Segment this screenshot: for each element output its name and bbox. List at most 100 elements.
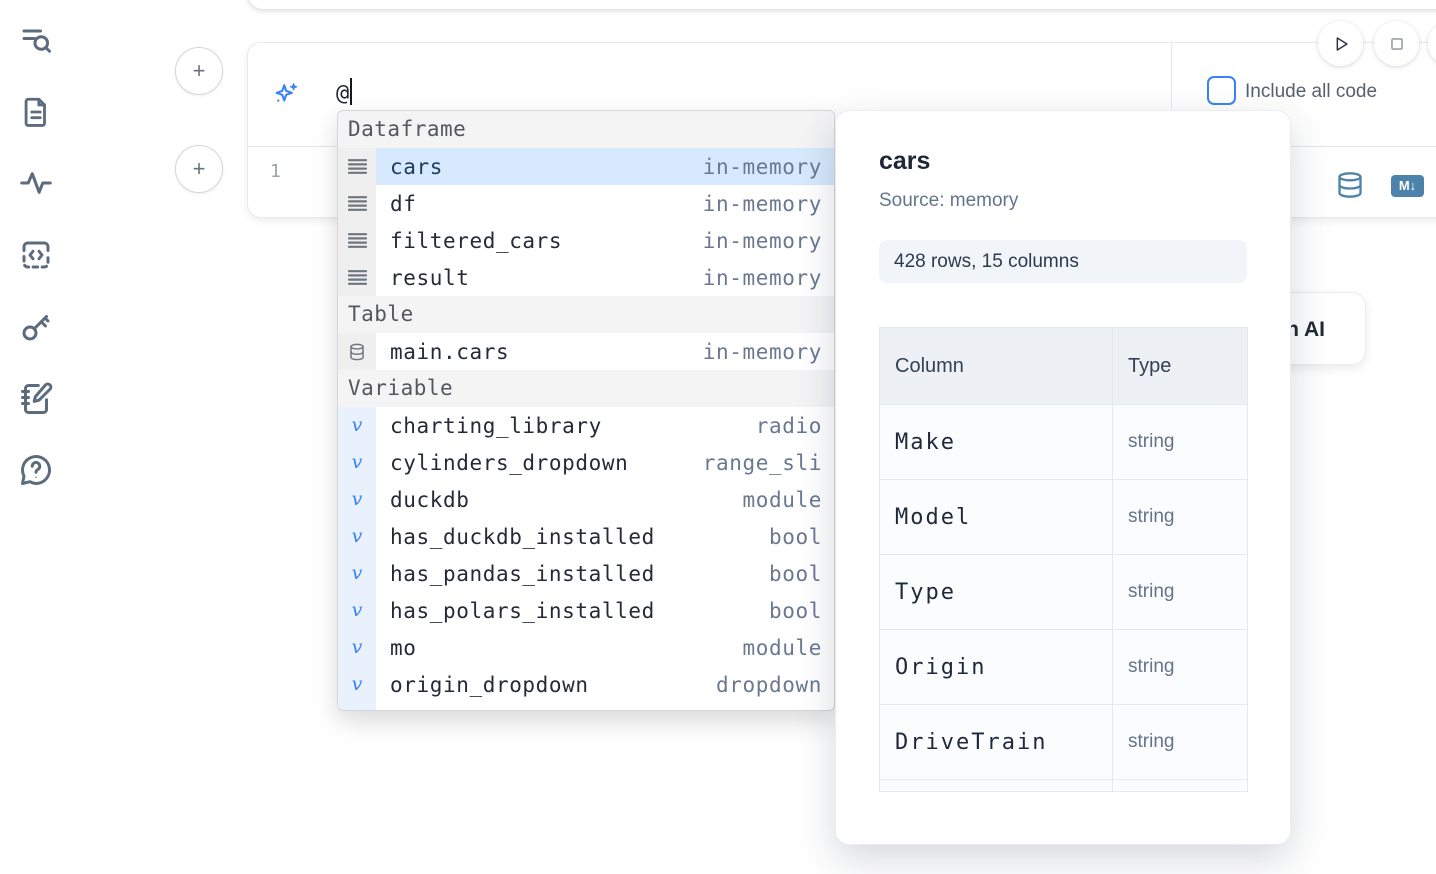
option-content: duckdb module [376, 481, 834, 518]
option-name: has_duckdb_installed [390, 524, 655, 549]
stop-button[interactable] [1374, 21, 1419, 66]
option-type: module [742, 635, 822, 660]
schema-column-type: string [1128, 431, 1175, 452]
option-type: bool [769, 598, 822, 623]
option-name: mo [390, 635, 417, 660]
option-content: pdmodule [376, 703, 834, 711]
option-name: filtered_cars [390, 228, 563, 253]
dataframe-preview-panel: cars Source: memory 428 rows, 15 columns… [835, 110, 1291, 845]
activity-icon[interactable] [16, 163, 56, 203]
list-search-icon[interactable] [16, 20, 56, 60]
option-type: in-memory [702, 154, 822, 179]
notebook-pen-icon[interactable] [16, 379, 56, 419]
option-name: duckdb [390, 487, 470, 512]
code-snippet-icon[interactable] [16, 235, 56, 275]
schema-table-row [880, 779, 1247, 791]
option-content: origin_dropdown dropdown [376, 666, 834, 703]
schema-column-type: string [1128, 506, 1175, 527]
option-content: has_polars_installed bool [376, 592, 834, 629]
option-type: in-memory [702, 191, 822, 216]
help-chat-icon[interactable] [16, 450, 56, 490]
schema-table-row: DriveTrain string [880, 704, 1247, 779]
previous-cell-edge [247, 0, 1436, 10]
include-all-code-label: Include all code [1245, 81, 1378, 102]
file-text-icon[interactable] [16, 92, 56, 132]
option-type: module [735, 710, 822, 711]
markdown-icon[interactable]: M↓ [1391, 175, 1424, 197]
option-type: radio [755, 413, 822, 438]
autocomplete-option-has_polars_installed[interactable]: v has_polars_installed bool [338, 592, 834, 629]
line-number: 1 [270, 161, 281, 182]
variable-icon: v [338, 555, 376, 592]
variable-icon: v [338, 481, 376, 518]
schema-column-name: DriveTrain [895, 729, 1048, 755]
option-content: df in-memory [376, 185, 834, 222]
autocomplete-option-main.cars[interactable]: main.cars in-memory [338, 333, 834, 370]
sparkles-ai-icon [272, 80, 300, 113]
ai-prompt-input[interactable]: @ [336, 78, 353, 106]
text-caret [350, 78, 353, 105]
schema-column-type: string [1128, 581, 1175, 602]
option-name: main.cars [390, 339, 510, 364]
run-cell-button[interactable] [1318, 21, 1363, 66]
add-cell-below-button[interactable]: + [175, 145, 223, 193]
option-content: mo module [376, 629, 834, 666]
option-type: in-memory [702, 339, 822, 364]
option-type: bool [769, 524, 822, 549]
schema-column-name: Model [895, 504, 972, 530]
rows-icon [338, 185, 376, 222]
variable-icon: v [338, 407, 376, 444]
schema-column-name: Origin [895, 654, 987, 680]
variable-icon: v [338, 629, 376, 666]
preview-title: cars [879, 147, 931, 175]
add-cell-above-button[interactable]: + [175, 47, 223, 95]
option-content: has_duckdb_installed bool [376, 518, 834, 555]
autocomplete-option-pd[interactable]: vpdmodule [338, 703, 834, 711]
option-type: bool [769, 561, 822, 586]
variable-icon: v [338, 518, 376, 555]
database-panel-icon[interactable] [1336, 170, 1364, 205]
schema-column-type: string [1128, 731, 1175, 752]
option-type: module [742, 487, 822, 512]
column-header: Column [880, 328, 1113, 404]
rows-icon [338, 259, 376, 296]
option-name: df [390, 191, 417, 216]
option-name: has_polars_installed [390, 598, 655, 623]
rows-icon [338, 222, 376, 259]
schema-table-header: Column Type [880, 328, 1247, 404]
schema-table-row: Type string [880, 554, 1247, 629]
rows-icon [338, 148, 376, 185]
include-all-code-checkbox[interactable] [1207, 76, 1236, 105]
variable-icon: v [338, 592, 376, 629]
variable-icon: v [338, 703, 376, 710]
schema-column-name: Type [895, 579, 956, 605]
shape-badge: 428 rows, 15 columns [879, 240, 1247, 283]
option-name: origin_dropdown [390, 672, 589, 697]
more-run-options-button[interactable] [1428, 21, 1436, 66]
option-name: result [390, 265, 470, 290]
option-type: dropdown [716, 672, 822, 697]
autocomplete-option-df[interactable]: df in-memory [338, 185, 834, 222]
type-header: Type [1128, 354, 1172, 377]
key-icon[interactable] [16, 307, 56, 347]
divider [1171, 43, 1172, 146]
schema-column-name: Make [895, 429, 956, 455]
autocomplete-section-table: Table [338, 296, 834, 333]
autocomplete-option-has_duckdb_installed[interactable]: v has_duckdb_installed bool [338, 518, 834, 555]
